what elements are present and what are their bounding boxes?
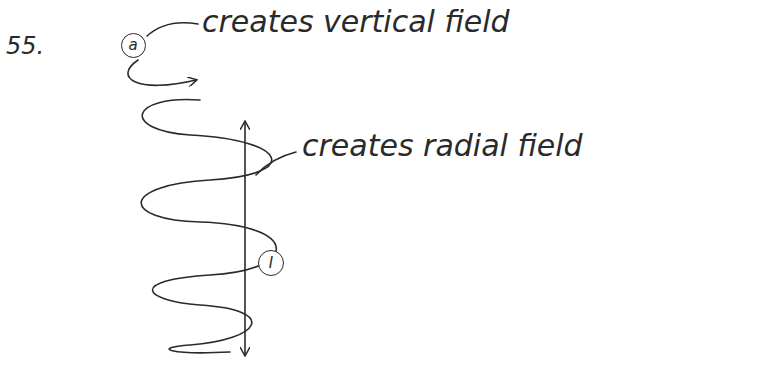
callout-circle: a: [121, 33, 146, 58]
current-arrow: [244, 122, 246, 355]
coil-start: [128, 60, 196, 85]
coil: [141, 100, 276, 353]
callout-letter: a: [128, 38, 137, 53]
leader-line: [256, 152, 296, 175]
annotation-text: creates radial field: [302, 128, 583, 163]
callout-circle: I: [258, 250, 284, 276]
leader-line: [147, 23, 198, 36]
callout-letter: I: [269, 256, 273, 271]
figure-number: 55.: [6, 32, 44, 60]
annotation-text: creates vertical field: [202, 4, 510, 39]
